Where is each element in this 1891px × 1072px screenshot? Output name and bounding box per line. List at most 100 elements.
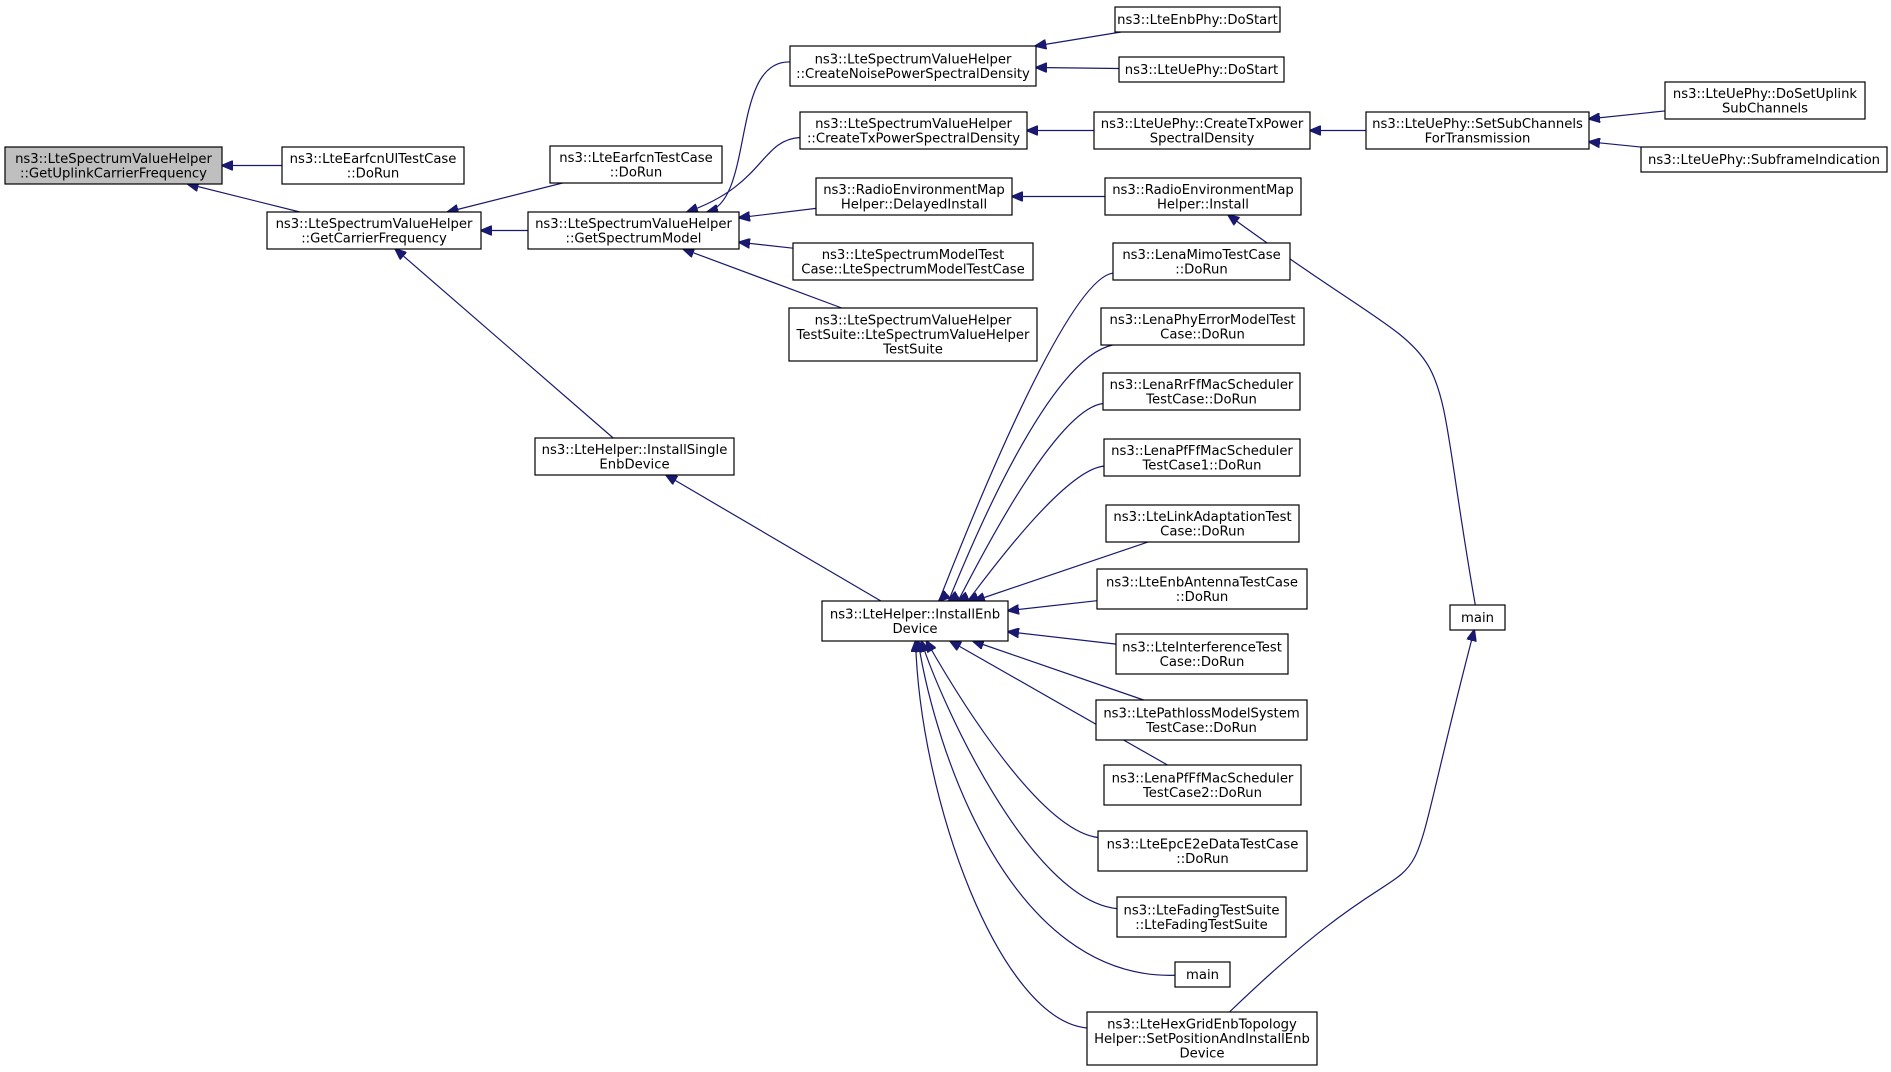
node-box — [815, 177, 1013, 216]
node-setSub[interactable]: ns3::LteUePhy::SetSubChannelsForTransmis… — [1365, 111, 1590, 150]
node-box — [792, 242, 1034, 281]
edge-installSingle-to-getCarrier — [395, 249, 614, 439]
node-box — [789, 45, 1037, 87]
node-box — [1112, 242, 1291, 281]
node-uePhyStart[interactable]: ns3::LteUePhy::DoStart — [1118, 56, 1285, 83]
edge-earfcnTC-to-getCarrier — [447, 182, 563, 212]
edge-remDelayed-to-getSpectrum — [739, 207, 817, 217]
node-label: ns3::LteHelper::InstallEnb — [830, 607, 1000, 622]
node-layer: ns3::LteSpectrumValueHelper::GetUplinkCa… — [4, 6, 1888, 1066]
node-label: SpectralDensity — [1150, 131, 1255, 146]
node-createNoise[interactable]: ns3::LteSpectrumValueHelper::CreateNoise… — [789, 45, 1037, 87]
node-label: main — [1186, 968, 1219, 983]
edge-createNoise-to-getSpectrum — [707, 61, 791, 212]
node-label: Case::DoRun — [1160, 524, 1245, 539]
edge-installEnb-to-installSingle — [666, 475, 882, 602]
node-remDelayed[interactable]: ns3::RadioEnvironmentMapHelper::DelayedI… — [815, 177, 1013, 216]
node-label: ns3::LteUePhy::DoStart — [1125, 63, 1278, 78]
edge-rrFf-to-installEnb — [958, 402, 1104, 601]
node-label: ::DoRun — [1175, 262, 1227, 277]
node-box — [1102, 372, 1301, 411]
node-label: ::GetCarrierFrequency — [301, 231, 447, 246]
node-main1[interactable]: main — [1174, 961, 1231, 988]
node-box — [1449, 604, 1506, 631]
node-box — [788, 307, 1038, 362]
node-label: ns3::LenaMimoTestCase — [1122, 248, 1280, 263]
node-svhTestSuite[interactable]: ns3::LteSpectrumValueHelperTestSuite::Lt… — [788, 307, 1038, 362]
node-label: ns3::RadioEnvironmentMap — [1112, 183, 1294, 198]
node-label: ns3::LteLinkAdaptationTest — [1113, 510, 1291, 525]
edge-epcE2e-to-installEnb — [926, 641, 1099, 839]
node-box — [281, 146, 465, 185]
node-label: ns3::LteSpectrumModelTest — [822, 248, 1005, 263]
node-box — [1114, 6, 1281, 33]
edge-hexGrid-to-installEnb — [916, 641, 1088, 1029]
node-box — [1105, 504, 1300, 543]
node-label: ns3::RadioEnvironmentMap — [823, 183, 1005, 198]
edge-hexGrid-to-main2 — [1229, 630, 1474, 1013]
node-label: SubChannels — [1722, 101, 1808, 116]
node-box — [1086, 1011, 1318, 1066]
node-earfcnUl[interactable]: ns3::LteEarfcnUlTestCase::DoRun — [281, 146, 465, 185]
edge-enbAnt-to-installEnb — [1008, 600, 1098, 611]
node-label: ns3::LteEnbPhy::DoStart — [1117, 13, 1278, 28]
edge-pfFf1-to-installEnb — [967, 465, 1105, 601]
node-mimo[interactable]: ns3::LenaMimoTestCase::DoRun — [1112, 242, 1291, 281]
node-label: ::DoRun — [1176, 590, 1228, 605]
node-box — [1100, 307, 1305, 346]
node-getCarrier[interactable]: ns3::LteSpectrumValueHelper::GetCarrierF… — [266, 211, 482, 250]
node-pfFf2[interactable]: ns3::LenaPfFfMacSchedulerTestCase2::DoRu… — [1103, 764, 1302, 806]
node-label: TestSuite — [882, 343, 943, 358]
node-box — [1104, 177, 1302, 216]
node-label: EnbDevice — [599, 457, 669, 472]
node-getSpectrum[interactable]: ns3::LteSpectrumValueHelper::GetSpectrum… — [527, 211, 740, 250]
node-ueCreateTx[interactable]: ns3::LteUePhy::CreateTxPowerSpectralDens… — [1093, 111, 1311, 150]
edge-linkAdapt-to-installEnb — [974, 541, 1149, 601]
node-label: ::LteFadingTestSuite — [1135, 918, 1267, 933]
node-label: Helper::Install — [1157, 197, 1249, 212]
node-label: ns3::LenaPfFfMacScheduler — [1111, 444, 1293, 459]
node-hexGrid[interactable]: ns3::LteHexGridEnbTopologyHelper::SetPos… — [1086, 1011, 1318, 1066]
node-box — [266, 211, 482, 250]
node-label: ns3::LteInterferenceTest — [1122, 640, 1282, 655]
node-subframe[interactable]: ns3::LteUePhy::SubframeIndication — [1640, 146, 1888, 173]
node-earfcnTC[interactable]: ns3::LteEarfcnTestCase::DoRun — [549, 145, 723, 184]
edge-main1-to-installEnb — [918, 641, 1176, 976]
node-enbPhyStart[interactable]: ns3::LteEnbPhy::DoStart — [1114, 6, 1281, 33]
node-label: ::DoRun — [1176, 852, 1228, 867]
node-pfFf1[interactable]: ns3::LenaPfFfMacSchedulerTestCase1::DoRu… — [1103, 438, 1301, 477]
node-main2[interactable]: main — [1449, 604, 1506, 631]
node-label: ForTransmission — [1425, 131, 1531, 146]
node-box — [1365, 111, 1590, 150]
node-fading[interactable]: ns3::LteFadingTestSuite::LteFadingTestSu… — [1116, 896, 1287, 938]
node-label: ns3::LteUePhy::SetSubChannels — [1372, 117, 1583, 132]
node-root[interactable]: ns3::LteSpectrumValueHelper::GetUplinkCa… — [4, 146, 223, 185]
edge-svhTestSuite-to-getSpectrum — [683, 249, 842, 309]
edge-doSetUplink-to-setSub — [1589, 110, 1666, 119]
node-enbAnt[interactable]: ns3::LteEnbAntennaTestCase::DoRun — [1096, 568, 1308, 610]
node-epcE2e[interactable]: ns3::LteEpcE2eDataTestCase::DoRun — [1097, 830, 1308, 872]
node-specModelTC[interactable]: ns3::LteSpectrumModelTestCase::LteSpectr… — [792, 242, 1034, 281]
node-label: Case::LteSpectrumModelTestCase — [801, 262, 1025, 277]
edge-subframe-to-setSub — [1589, 142, 1642, 147]
node-box — [1096, 568, 1308, 610]
node-label: Device — [892, 622, 937, 637]
node-createTx[interactable]: ns3::LteSpectrumValueHelper::CreateTxPow… — [799, 111, 1028, 150]
node-pathloss[interactable]: ns3::LtePathlossModelSystemTestCase::DoR… — [1095, 699, 1308, 741]
node-label: ns3::LteSpectrumValueHelper — [535, 217, 732, 232]
node-label: TestCase::DoRun — [1145, 392, 1257, 407]
node-label: ns3::LteSpectrumValueHelper — [276, 217, 473, 232]
node-label: Case::DoRun — [1160, 327, 1245, 342]
edge-pfFf2-to-installEnb — [950, 641, 1168, 766]
node-box — [1118, 56, 1285, 83]
node-label: TestCase2::DoRun — [1142, 786, 1262, 801]
